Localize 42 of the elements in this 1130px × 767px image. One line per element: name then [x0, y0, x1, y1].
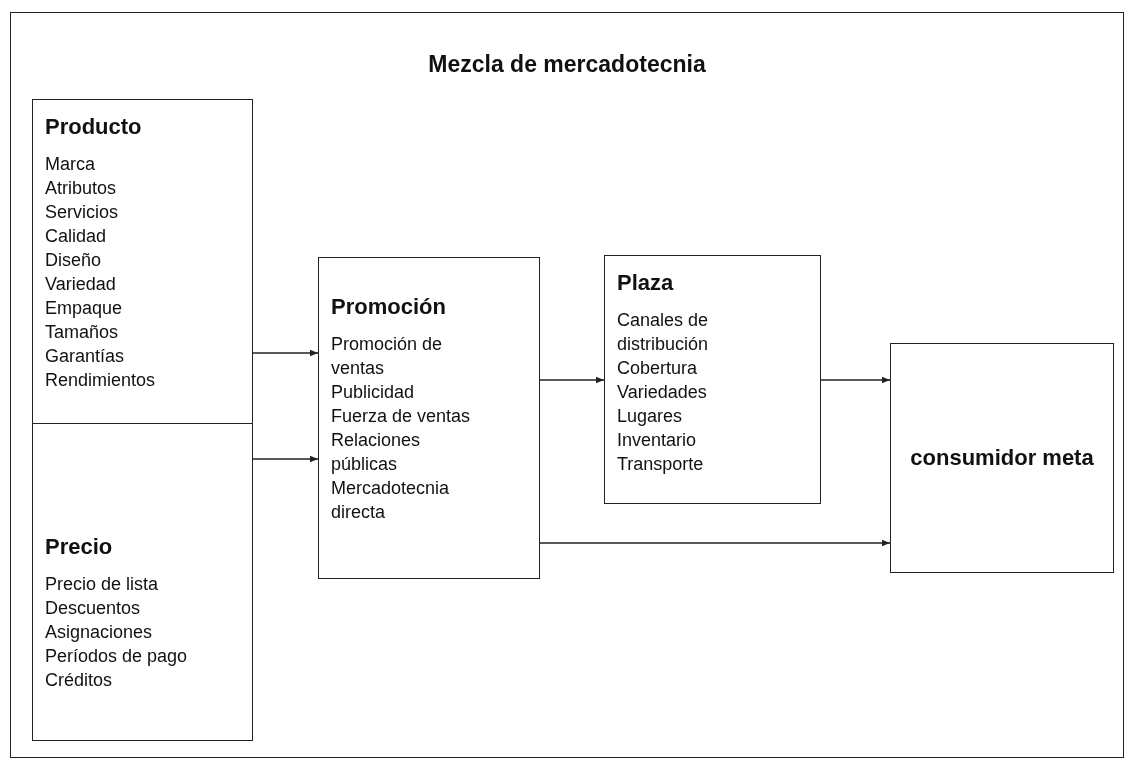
category-box — [890, 343, 1114, 573]
list-item: Precio de lista — [45, 573, 159, 596]
arrow — [539, 376, 605, 384]
list-item: Asignaciones — [45, 621, 153, 644]
category-box — [318, 257, 540, 579]
box-heading: Precio — [45, 534, 114, 560]
list-item: Mercadotecnia directa — [331, 477, 451, 524]
arrow — [539, 539, 891, 547]
list-item: Diseño — [45, 249, 102, 272]
list-item: Calidad — [45, 225, 107, 248]
box-heading: consumidor meta — [910, 445, 1094, 471]
diagram-title: Mezcla de mercadotecnia — [427, 51, 707, 78]
list-item: Promoción de ventas — [331, 333, 444, 380]
list-item: Atributos — [45, 177, 117, 200]
category-box — [604, 255, 821, 504]
arrow — [252, 349, 319, 357]
list-item: Descuentos — [45, 597, 141, 620]
box-heading: Promoción — [331, 294, 447, 320]
list-item: Servicios — [45, 201, 119, 224]
list-item: Garantías — [45, 345, 125, 368]
list-item: Lugares — [617, 405, 683, 428]
list-item: Créditos — [45, 669, 113, 692]
list-item: Variedades — [617, 381, 707, 404]
box-heading: Plaza — [617, 270, 675, 296]
list-item: Tamaños — [45, 321, 119, 344]
list-item: Marca — [45, 153, 95, 176]
list-item: Relaciones públicas — [331, 429, 422, 476]
arrow — [820, 376, 891, 384]
category-box — [32, 99, 253, 424]
list-item: Inventario — [617, 429, 697, 452]
category-box — [32, 423, 253, 741]
list-item: Canales de distribución — [617, 309, 710, 356]
box-heading: Producto — [45, 114, 143, 140]
list-item: Cobertura — [617, 357, 698, 380]
list-item: Rendimientos — [45, 369, 156, 392]
arrow — [252, 455, 319, 463]
list-item: Publicidad — [331, 381, 415, 404]
list-item: Empaque — [45, 297, 123, 320]
list-item: Períodos de pago — [45, 645, 188, 668]
list-item: Transporte — [617, 453, 704, 476]
list-item: Fuerza de ventas — [331, 405, 471, 428]
list-item: Variedad — [45, 273, 116, 296]
